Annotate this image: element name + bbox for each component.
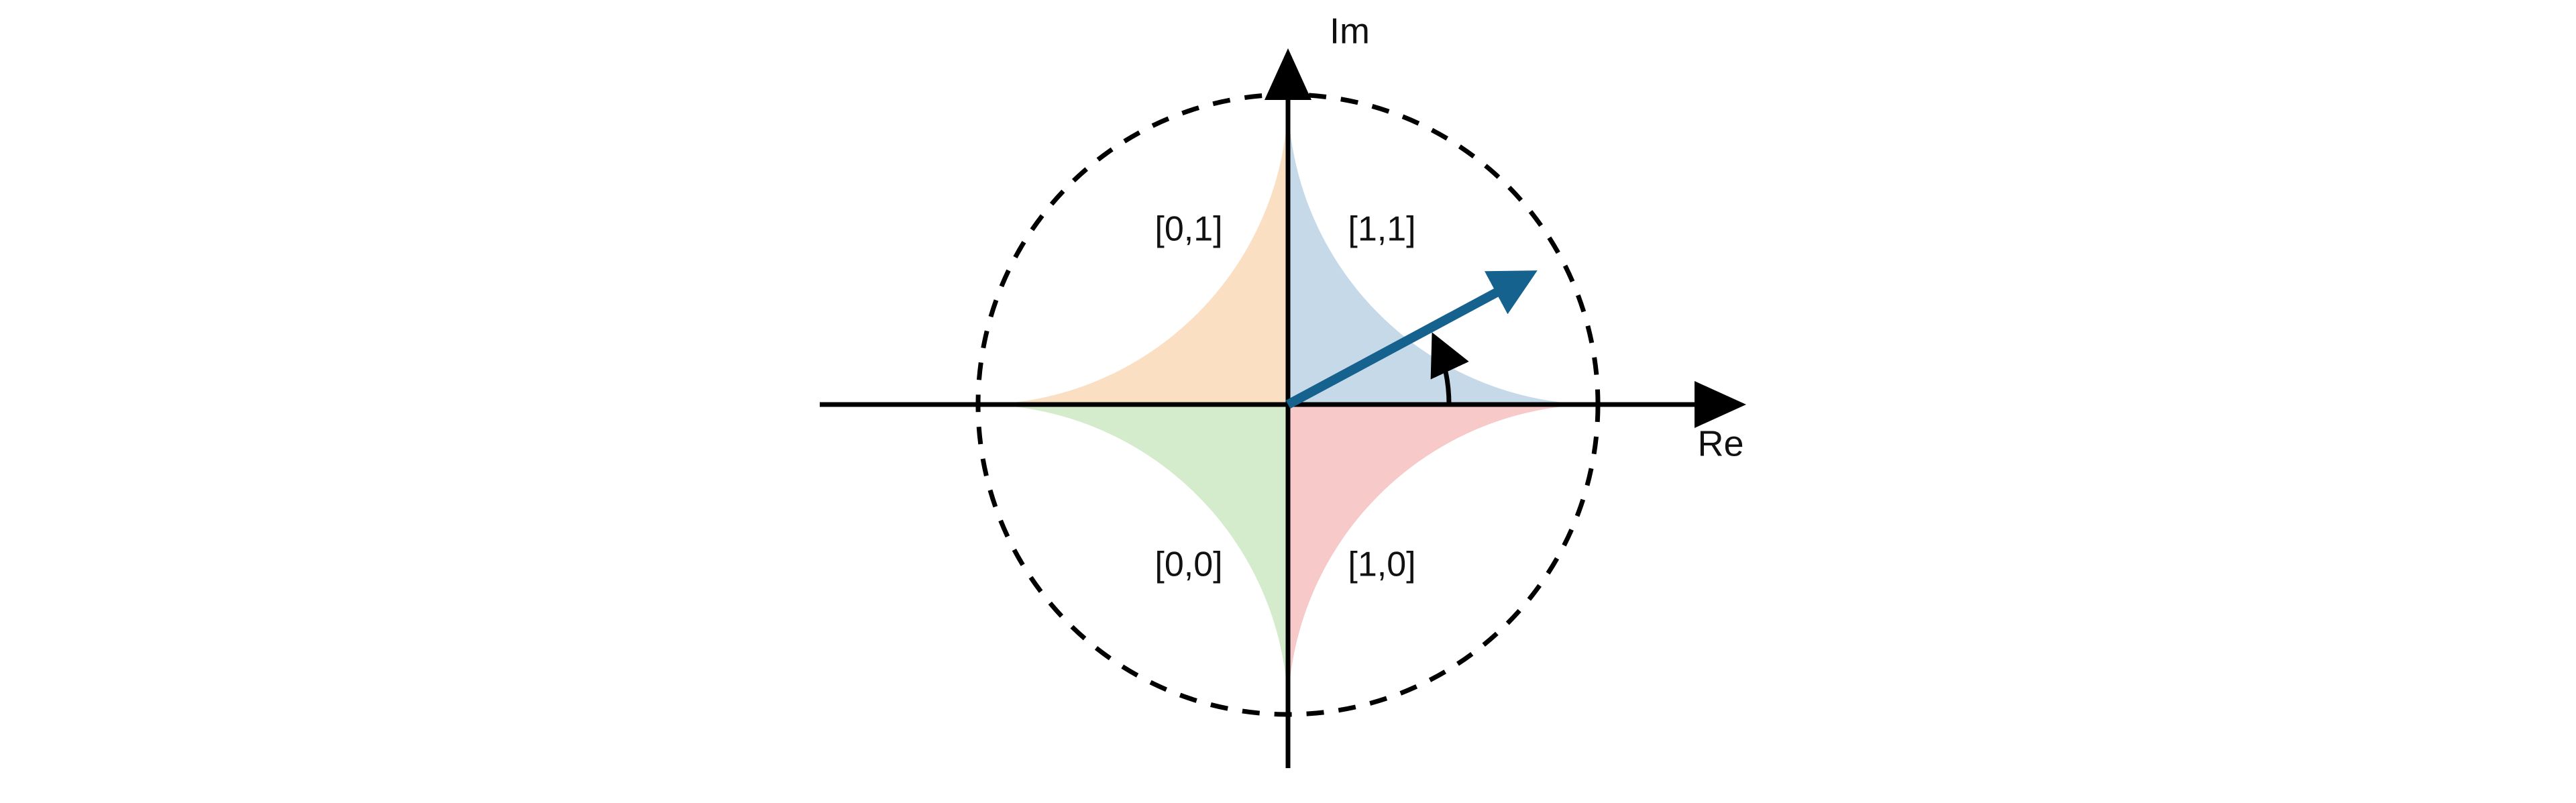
quadrant-label-lower-right: [1,0] xyxy=(1348,545,1415,584)
quadrant-lower-right-fill xyxy=(1288,405,1598,714)
quadrant-upper-left-fill xyxy=(978,95,1288,405)
quadrant-lower-left-fill xyxy=(978,405,1288,714)
axes-group xyxy=(820,48,1746,768)
quadrant-label-upper-left: [0,1] xyxy=(1155,210,1222,249)
quadrant-label-lower-left: [0,0] xyxy=(1155,545,1222,584)
axis-labels: Im Re xyxy=(1330,11,1744,464)
quadrant-fills xyxy=(978,95,1598,714)
signal-phasor-arrow xyxy=(1285,270,1538,409)
quadrant-label-upper-right: [1,1] xyxy=(1348,210,1415,249)
quadrant-upper-right-fill xyxy=(1288,95,1598,405)
imaginary-axis-label: Im xyxy=(1330,11,1370,51)
real-axis-label: Re xyxy=(1697,423,1743,464)
phase-angle-arc xyxy=(1430,332,1469,405)
quadrant-labels: [0,1] [1,1] [0,0] [1,0] xyxy=(1155,210,1415,584)
